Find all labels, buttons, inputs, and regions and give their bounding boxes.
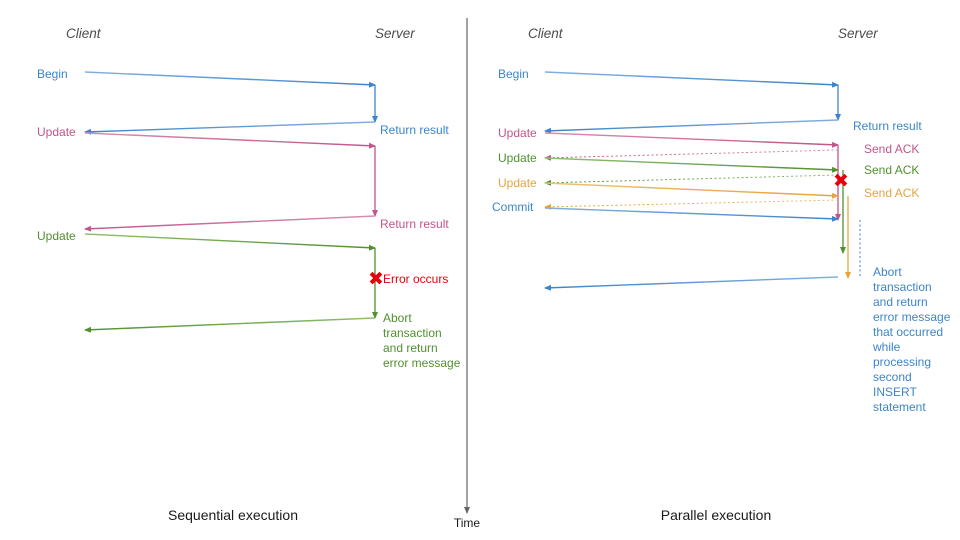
- message-arrow-abortret[interactable]: [84, 317, 376, 333]
- note-line: that occurred: [873, 325, 943, 339]
- note-line: and return: [383, 341, 438, 355]
- message-label-begin: Begin: [37, 67, 68, 81]
- message-arrow-update1[interactable]: [84, 132, 376, 149]
- message-arrow-ret1[interactable]: [544, 119, 839, 134]
- note-line: and return: [873, 295, 928, 309]
- error-mark-icon: ✖: [833, 171, 849, 192]
- message-arrow-update3[interactable]: [544, 182, 839, 199]
- message-label-ack2: Send ACK: [864, 163, 919, 177]
- message-label-update2: Update: [498, 151, 537, 165]
- message-label-ret1: Return result: [853, 119, 922, 133]
- message-arrow-ret2[interactable]: [84, 215, 376, 232]
- lane-title-client: Client: [66, 26, 102, 41]
- message-arrow-ack1[interactable]: [544, 149, 839, 161]
- lane-title-client: Client: [528, 26, 564, 41]
- lane-title-server: Server: [838, 26, 878, 41]
- note-line: second: [873, 370, 912, 384]
- note-line: transaction: [873, 280, 932, 294]
- error-mark-icon: ✖: [368, 269, 384, 290]
- message-label-update1: Update: [498, 126, 537, 140]
- message-arrow-update2[interactable]: [544, 157, 839, 173]
- message-arrow-begin[interactable]: [544, 71, 839, 88]
- message-label-ack3: Send ACK: [864, 186, 919, 200]
- message-label-commit: Commit: [492, 200, 534, 214]
- note-line: while: [872, 340, 901, 354]
- time-axis-label: Time: [454, 516, 481, 530]
- note-line: transaction: [383, 326, 442, 340]
- note-line: error message: [383, 356, 461, 370]
- message-label-update2: Update: [37, 229, 76, 243]
- message-arrow-ret1[interactable]: [84, 121, 376, 135]
- note-line: error message: [873, 310, 951, 324]
- error-mark-label: Error occurs: [383, 272, 448, 286]
- note-line: processing: [873, 355, 931, 369]
- message-arrow-begin[interactable]: [84, 71, 376, 88]
- message-label-update3: Update: [498, 176, 537, 190]
- panel-caption-parallel: Parallel execution: [661, 507, 772, 523]
- message-arrow-ack2[interactable]: [544, 174, 839, 186]
- message-arrow-commit[interactable]: [544, 207, 839, 222]
- message-label-ret2: Return result: [380, 217, 449, 231]
- lane-title-server: Server: [375, 26, 415, 41]
- note-line: Abort: [383, 311, 412, 325]
- message-label-ret1: Return result: [380, 123, 449, 137]
- message-arrow-abortret[interactable]: [544, 276, 839, 291]
- message-label-update1: Update: [37, 125, 76, 139]
- message-label-begin: Begin: [498, 67, 529, 81]
- note-line: Abort: [873, 265, 902, 279]
- note-line: statement: [873, 400, 926, 414]
- message-arrow-update1[interactable]: [544, 132, 839, 148]
- note-line: INSERT: [873, 385, 917, 399]
- message-label-ack1: Send ACK: [864, 142, 919, 156]
- message-arrow-ack3[interactable]: [544, 199, 839, 210]
- message-arrow-update2[interactable]: [84, 233, 376, 251]
- panel-caption-sequential: Sequential execution: [168, 507, 298, 523]
